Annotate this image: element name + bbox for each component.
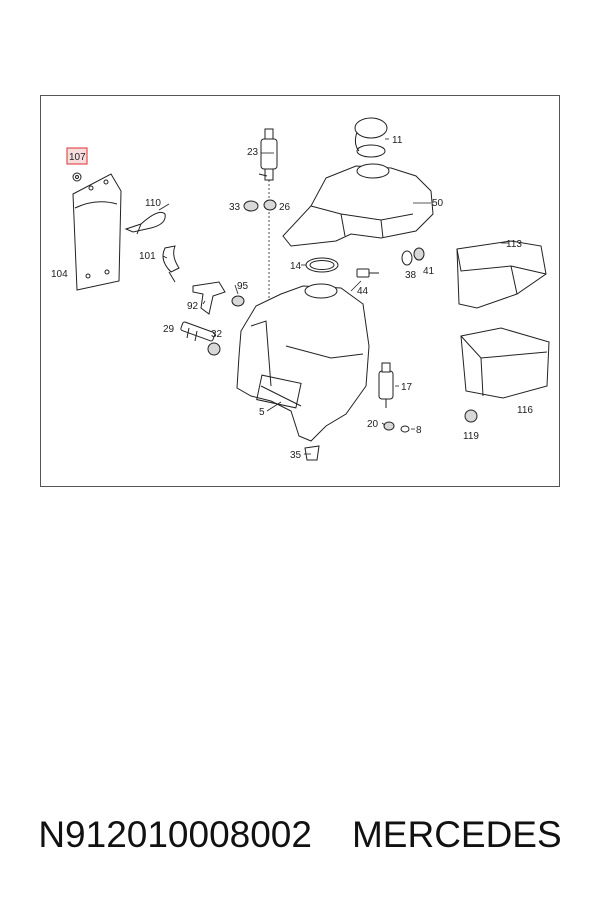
label-38: 38: [405, 270, 417, 281]
part-5-main-reservoir: [236, 283, 370, 442]
parts-exploded-diagram: 107 104 110 101 23 11 33 26 50 113 14 38…: [51, 117, 550, 461]
brand-name: MERCEDES: [351, 814, 562, 855]
label-17: 17: [401, 382, 413, 393]
label-104: 104: [51, 269, 68, 280]
label-20: 20: [367, 419, 379, 430]
label-11: 11: [392, 135, 403, 146]
part-38-washer: [401, 250, 413, 266]
label-116: 116: [517, 405, 533, 416]
part-50-upper-reservoir: [282, 163, 434, 247]
label-29: 29: [163, 324, 175, 335]
label-119: 119: [463, 431, 479, 442]
part-11-cap: [354, 117, 388, 158]
diagram-frame: 107 104 110 101 23 11 33 26 50 113 14 38…: [40, 95, 560, 487]
label-26: 26: [279, 202, 291, 213]
part-35-plug: [304, 445, 320, 461]
label-33: 33: [229, 202, 241, 213]
label-113: 113: [506, 239, 522, 250]
part-41-nut: [413, 247, 425, 261]
part-14-seal-ring: [305, 257, 339, 273]
part-20-grommet: [383, 421, 395, 431]
label-32: 32: [211, 329, 223, 340]
label-95: 95: [237, 281, 249, 292]
part-33-grommet: [243, 200, 259, 212]
part-23-pump: [258, 128, 278, 386]
part-29-fitting: [180, 321, 216, 342]
part-110-strap: [124, 211, 166, 235]
label-14: 14: [290, 261, 302, 272]
part-104-cover: [72, 173, 122, 291]
part-95-grommet: [231, 295, 245, 307]
part-92-bracket: [192, 281, 226, 315]
label-92: 92: [187, 301, 199, 312]
part-17-sensor: [378, 362, 394, 408]
part-119-nut: [464, 409, 478, 423]
part-101-clamp: [162, 245, 180, 283]
label-44: 44: [357, 286, 369, 297]
part-32-nut: [207, 342, 221, 356]
part-113-cover: [456, 240, 547, 309]
part-44-bolt: [356, 268, 379, 278]
highlighted-part-marker: [66, 147, 88, 165]
label-41: 41: [423, 266, 435, 277]
part-107-clip: [72, 172, 82, 182]
label-5: 5: [259, 407, 265, 418]
label-101: 101: [139, 251, 156, 262]
label-8: 8: [416, 425, 422, 436]
part-116-cover: [460, 327, 550, 399]
label-50: 50: [432, 198, 444, 209]
label-35: 35: [290, 450, 302, 461]
part-26-grommet: [263, 199, 277, 211]
leader-lines: [158, 138, 509, 455]
label-107: 107: [69, 152, 86, 163]
label-110: 110: [145, 198, 161, 209]
part-8-clip: [400, 425, 410, 433]
part-number: N912010008002: [38, 814, 312, 855]
part-caption: N912010008002 MERCEDES: [0, 805, 600, 865]
label-23: 23: [247, 147, 259, 158]
